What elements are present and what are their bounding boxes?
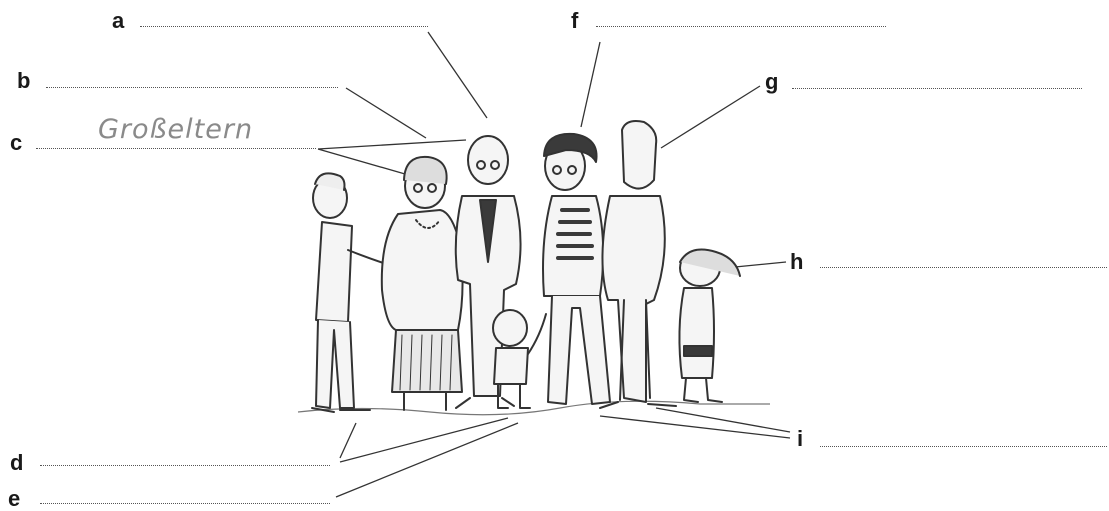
pointer-line-h bbox=[735, 262, 786, 267]
pointer-line-i1 bbox=[656, 408, 790, 432]
pointer-line-d1 bbox=[340, 423, 356, 458]
figure-mother bbox=[543, 134, 610, 404]
pointer-line-c2 bbox=[318, 149, 405, 174]
pointer-line-b bbox=[346, 88, 426, 138]
pointer-line-e bbox=[336, 423, 518, 497]
pointer-line-c1 bbox=[318, 140, 466, 149]
pointer-line-d2 bbox=[340, 418, 508, 462]
figure-grandmother bbox=[382, 157, 463, 410]
pointer-line-f bbox=[581, 42, 600, 127]
pointer-line-g bbox=[661, 86, 760, 148]
figure-girl bbox=[679, 250, 740, 402]
ground-shadow bbox=[298, 401, 770, 414]
figure-father bbox=[600, 121, 676, 408]
pointer-line-a bbox=[428, 32, 487, 118]
